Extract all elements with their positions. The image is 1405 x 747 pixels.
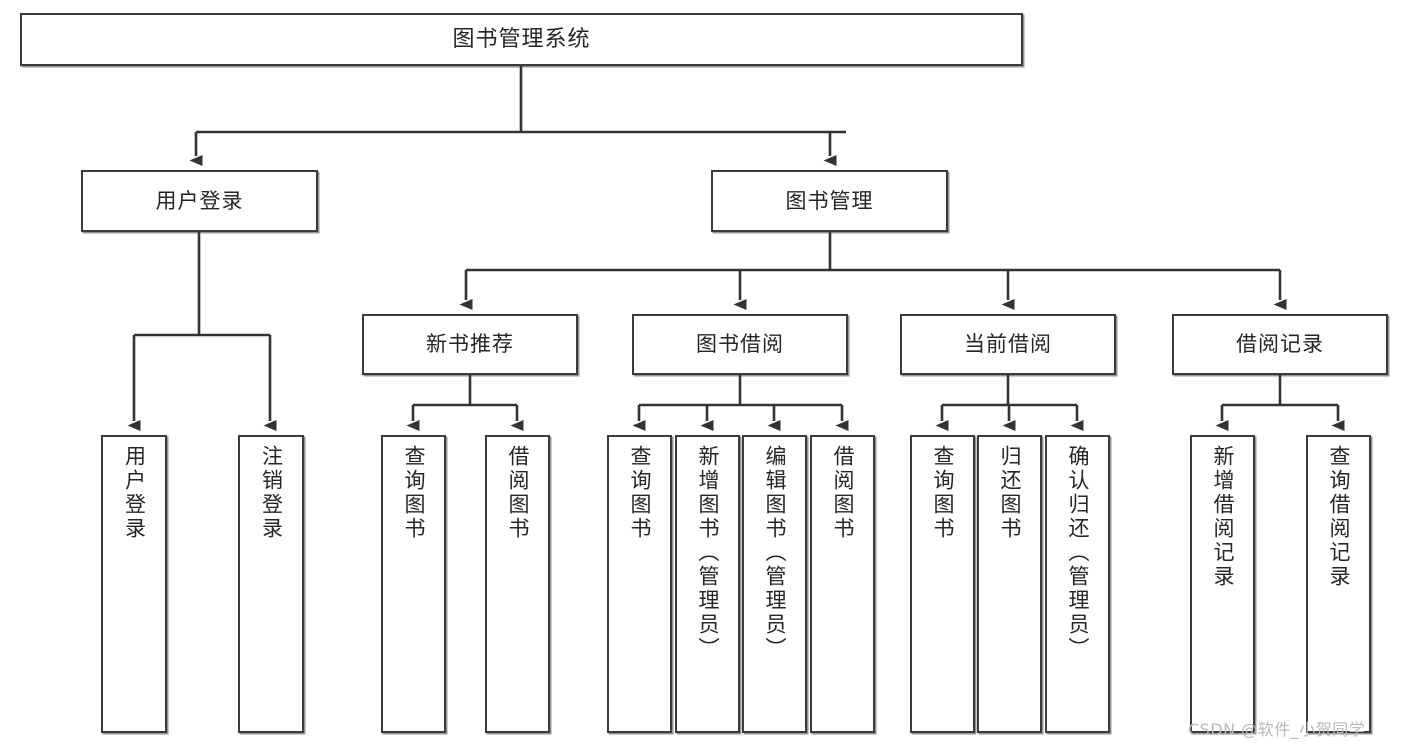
node-label: 编辑图书（管理员） — [763, 445, 787, 661]
node-user-login[interactable]: 用户登录 — [81, 170, 318, 232]
leaf-borrow-book[interactable]: 借阅图书 — [810, 435, 875, 733]
node-label: 确认归还（管理员） — [1066, 445, 1090, 661]
node-label: 新增图书（管理员） — [696, 445, 720, 661]
node-label: 新增借阅记录 — [1211, 445, 1235, 589]
node-label: 用户登录 — [155, 188, 244, 213]
leaf-confirm-return-admin[interactable]: 确认归还（管理员） — [1045, 435, 1110, 733]
node-new-book-recommend[interactable]: 新书推荐 — [362, 314, 578, 375]
leaf-return-book[interactable]: 归还图书 — [977, 435, 1042, 733]
node-label: 新书推荐 — [426, 332, 514, 357]
node-current-borrow[interactable]: 当前借阅 — [900, 314, 1116, 375]
node-borrow-records[interactable]: 借阅记录 — [1172, 314, 1388, 375]
csdn-watermark: CSDN @软件_小贺同学 — [1188, 720, 1366, 739]
node-book-management[interactable]: 图书管理 — [711, 170, 948, 232]
leaf-add-borrow-record[interactable]: 新增借阅记录 — [1190, 435, 1255, 733]
leaf-logout[interactable]: 注销登录 — [238, 435, 304, 733]
leaf-user-login[interactable]: 用户登录 — [101, 435, 167, 733]
leaf-query-book-current[interactable]: 查询图书 — [910, 435, 975, 733]
node-label: 图书借阅 — [696, 332, 784, 357]
leaf-query-book-borrow[interactable]: 查询图书 — [607, 435, 672, 733]
node-label: 借阅图书 — [831, 445, 855, 541]
node-label: 查询图书 — [931, 445, 955, 541]
leaf-edit-book-admin[interactable]: 编辑图书（管理员） — [742, 435, 807, 733]
node-label: 注销登录 — [259, 445, 284, 541]
node-root-system[interactable]: 图书管理系统 — [20, 13, 1023, 66]
node-label: 借阅记录 — [1236, 332, 1324, 357]
node-label: 用户登录 — [122, 445, 147, 541]
leaf-query-book-newbook[interactable]: 查询图书 — [381, 435, 446, 733]
node-label: 查询图书 — [628, 445, 652, 541]
node-book-borrow[interactable]: 图书借阅 — [632, 314, 848, 375]
leaf-query-borrow-record[interactable]: 查询借阅记录 — [1306, 435, 1371, 733]
node-label: 当前借阅 — [964, 332, 1052, 357]
leaf-borrow-book-newbook[interactable]: 借阅图书 — [485, 435, 550, 733]
node-label: 归还图书 — [998, 445, 1022, 541]
node-label: 查询图书 — [402, 445, 426, 541]
leaf-add-book-admin[interactable]: 新增图书（管理员） — [675, 435, 740, 733]
node-label: 图书管理 — [785, 188, 874, 213]
node-label: 借阅图书 — [506, 445, 530, 541]
node-label: 图书管理系统 — [452, 26, 591, 52]
node-label: 查询借阅记录 — [1327, 445, 1351, 589]
